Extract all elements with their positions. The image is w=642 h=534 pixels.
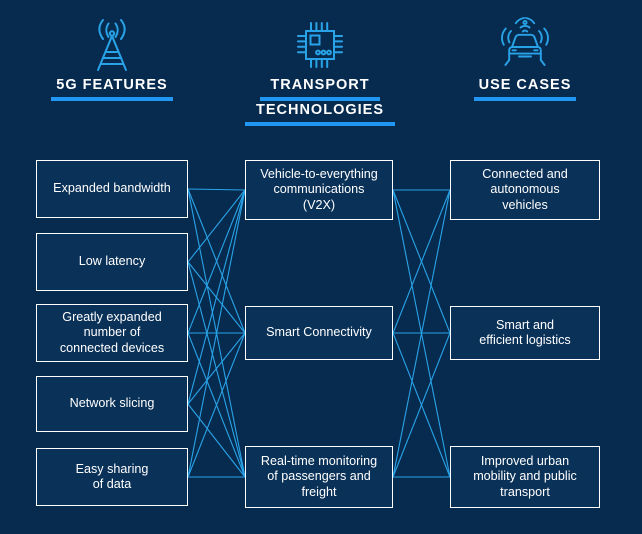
heading-line: 5G FEATURES <box>56 77 168 93</box>
column-header-features: 5G FEATURES <box>22 14 202 101</box>
node-low-latency[interactable]: Low latency <box>36 233 188 291</box>
column-header-use-cases: USE CASES <box>435 14 615 101</box>
heading-line: USE CASES <box>478 77 572 93</box>
node-label: Smart Connectivity <box>266 325 372 340</box>
node-expanded-bandwidth[interactable]: Expanded bandwidth <box>36 160 188 218</box>
heading-underline <box>51 97 173 101</box>
node-label: Low latency <box>78 254 146 269</box>
node-label: Expanded bandwidth <box>53 181 171 196</box>
cell-tower-icon <box>22 14 202 76</box>
heading-line: TRANSPORT <box>270 77 370 93</box>
connected-car-icon <box>435 14 615 76</box>
heading-line: TECHNOLOGIES <box>255 102 384 118</box>
node-smart-connectivity[interactable]: Smart Connectivity <box>245 306 393 360</box>
node-label: Network slicing <box>69 396 155 411</box>
microchip-icon <box>230 14 410 76</box>
heading-underline <box>245 122 395 126</box>
column-header-technologies: TRANSPORT TECHNOLOGIES <box>230 14 410 126</box>
heading-underline <box>260 97 380 101</box>
heading-underline <box>474 97 576 101</box>
node-network-slicing[interactable]: Network slicing <box>36 376 188 432</box>
